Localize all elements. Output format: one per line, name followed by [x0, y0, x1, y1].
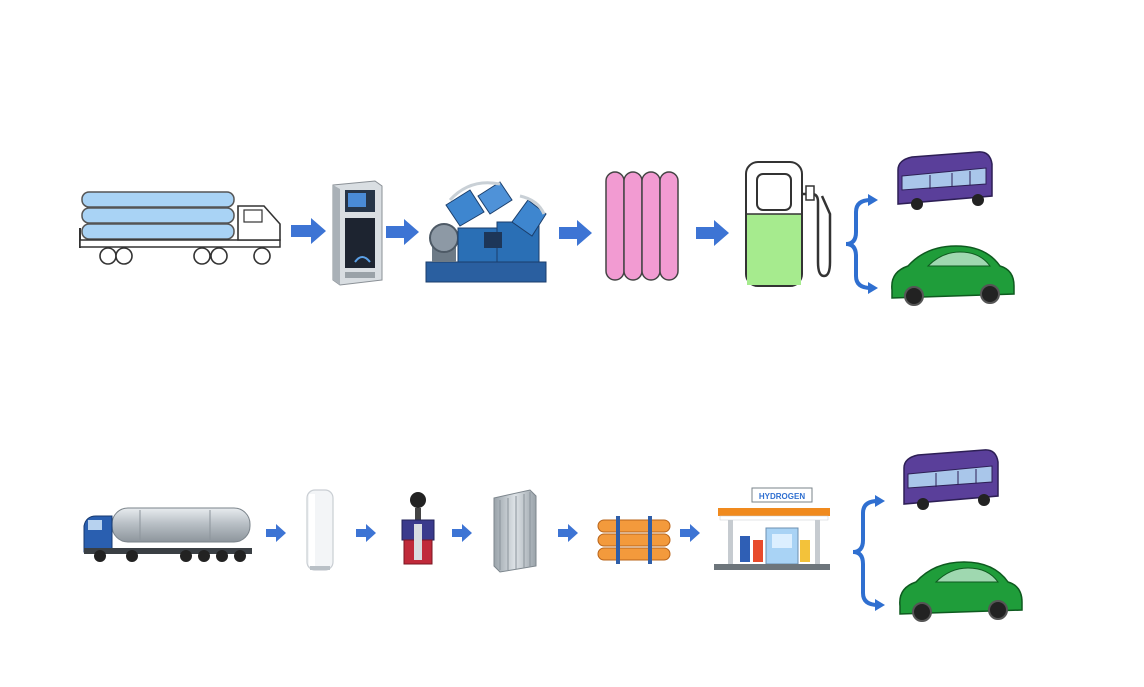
flow-arrow-icon: [266, 524, 286, 542]
flow-arrow-icon: [696, 220, 729, 246]
vaporizer-icon: [493, 489, 537, 573]
output-bracket-icon: [852, 495, 885, 611]
flow-arrow-icon: [559, 220, 592, 246]
car-icon: [891, 245, 1015, 306]
storage-tank-icon: [306, 489, 334, 571]
car-icon: [899, 561, 1023, 622]
tube-trailer-icon: [79, 191, 281, 265]
control-cabinet-icon: [332, 180, 383, 286]
flow-arrow-icon: [386, 219, 419, 245]
compressor-icon: [425, 181, 547, 283]
row-gaseous-hydrogen-route: [79, 151, 1015, 306]
tanker-truck-icon: [83, 507, 252, 562]
pump-icon: [401, 492, 435, 565]
fuel-dispenser-icon: [745, 161, 832, 287]
bus-icon: [897, 151, 993, 210]
flow-arrow-icon: [452, 524, 472, 542]
cylinder-bundle-icon: [597, 516, 671, 564]
flow-arrow-icon: [558, 524, 578, 542]
output-bracket-icon: [845, 194, 878, 294]
flow-arrow-icon: [680, 524, 700, 542]
row-liquid-hydrogen-route: HYDROGEN: [83, 449, 1023, 622]
gas-cylinders-icon: [605, 171, 679, 281]
flow-arrow-icon: [356, 524, 376, 542]
hydrogen-station-icon: HYDROGEN: [714, 487, 830, 570]
bus-icon: [903, 449, 999, 510]
station-sign-text: HYDROGEN: [759, 492, 805, 501]
flow-arrow-icon: [291, 218, 326, 244]
